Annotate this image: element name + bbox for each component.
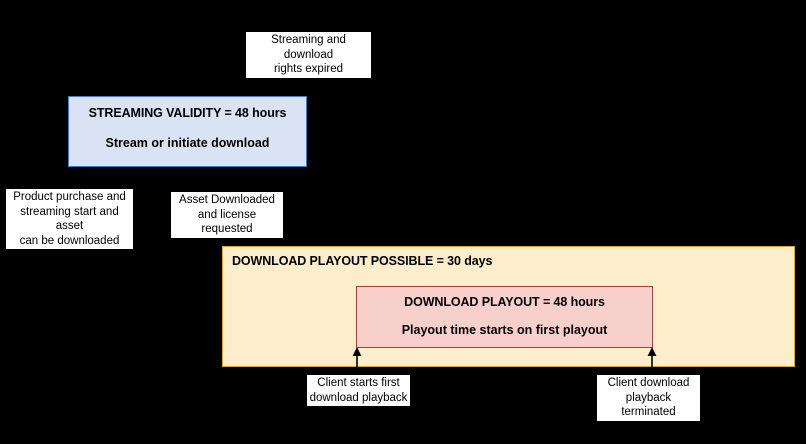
label-product-purchase: Product purchase and streaming start and…	[6, 189, 133, 249]
block-streaming-validity-subtitle: Stream or initiate download	[105, 136, 270, 150]
arrow-up-icon-playback-terminated	[647, 347, 657, 377]
label-rights-expired: Streaming and download rights expired	[246, 32, 371, 78]
block-streaming-validity-title: STREAMING VALIDITY = 48 hours	[88, 106, 287, 120]
block-streaming-validity: STREAMING VALIDITY = 48 hours Stream or …	[68, 96, 307, 167]
label-client-starts-first-playback: Client starts first download playback	[307, 375, 410, 406]
block-download-playout-title: DOWNLOAD PLAYOUT = 48 hours	[404, 295, 605, 309]
arrow-up-icon-first-playback	[352, 347, 362, 377]
label-asset-downloaded: Asset Downloaded and license requested	[171, 192, 283, 238]
label-client-playback-terminated: Client download playback terminated	[597, 375, 700, 421]
block-download-playout-subtitle: Playout time starts on first playout	[401, 323, 608, 337]
block-download-playout: DOWNLOAD PLAYOUT = 48 hours Playout time…	[356, 286, 653, 348]
block-download-playout-possible-title: DOWNLOAD PLAYOUT POSSIBLE = 30 days	[232, 254, 493, 268]
